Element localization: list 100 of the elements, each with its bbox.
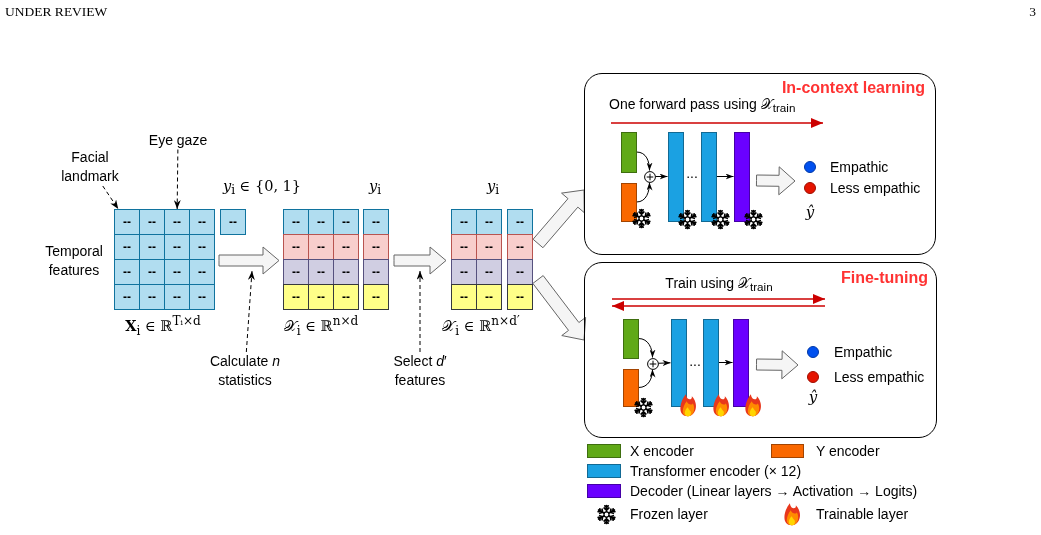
leader-line (102, 185, 119, 210)
arrow (636, 182, 653, 203)
matrix-cell: -- (139, 209, 165, 235)
matrix-cell: -- (220, 209, 246, 235)
matrix-cell: -- (308, 259, 334, 285)
pass-caption: Train using 𝒳$_{train}$ (665, 274, 773, 296)
leader-line (245, 270, 255, 353)
encoder-bar (620, 131, 637, 173)
matrix-cell: -- (333, 209, 359, 235)
column-heading: y$_{i}$ (486, 176, 500, 200)
arrow (655, 173, 668, 180)
matrix-cell: -- (507, 284, 533, 310)
legend-label: X encoder (630, 443, 694, 459)
arrow (658, 360, 671, 367)
page-number: 3 (1029, 4, 1036, 20)
legend-label: Y encoder (816, 443, 880, 459)
matrix-cell: -- (363, 284, 389, 310)
matrix-cell: -- (476, 284, 502, 310)
decoder-bar (733, 131, 750, 222)
matrix-cell: -- (164, 284, 190, 310)
leader-line (416, 270, 424, 353)
matrix-cell: -- (451, 284, 477, 310)
matrix-cell: -- (476, 209, 502, 235)
encoder-bar (622, 368, 639, 407)
arrow (636, 151, 653, 171)
label-column (363, 209, 389, 310)
encoder-bar (620, 182, 637, 222)
matrix-cell: -- (333, 259, 359, 285)
matrix-cell: -- (363, 259, 389, 285)
matrix-cell: -- (308, 234, 334, 260)
matrix-cell: -- (363, 234, 389, 260)
matrix-cell: -- (476, 234, 502, 260)
output-symbol: ŷ (805, 203, 815, 221)
matrix-cell: -- (283, 284, 309, 310)
step-label: Calculate n statistics (202, 352, 288, 390)
matrix-cell: -- (283, 234, 309, 260)
arrow (638, 338, 656, 358)
matrix-cell: -- (114, 259, 140, 285)
matrix-cell: -- (164, 234, 190, 260)
matrix-cell: -- (139, 284, 165, 310)
matrix-cell: -- (283, 259, 309, 285)
sum-symbol (646, 357, 659, 370)
matrix-cell: -- (333, 234, 359, 260)
matrix-cell: -- (164, 209, 190, 235)
legend-label: Trainable layer (816, 506, 909, 522)
feature-label: Facial landmark (55, 148, 125, 186)
block-arrow (532, 189, 585, 249)
ellipsis: ... (689, 353, 701, 369)
panel (584, 73, 936, 255)
matrix-cell: -- (507, 209, 533, 235)
arrow (718, 359, 733, 366)
matrix-cell: -- (308, 284, 334, 310)
matrix-cell: -- (114, 284, 140, 310)
data-matrix (114, 209, 215, 310)
page-header: UNDER REVIEW (5, 4, 108, 20)
matrix-caption: 𝒳$_{i}$ ∈ ℝ$^{n×d}$ (283, 313, 359, 340)
matrix-cell: -- (189, 209, 215, 235)
matrix-caption: X$_{i}$ ∈ ℝ$^{Tᵢ×d}$ (125, 313, 201, 340)
leader-line (173, 149, 181, 210)
panel-title: Fine-tuning (840, 269, 928, 287)
block-arrow (218, 246, 280, 275)
matrix-cell: -- (308, 209, 334, 235)
block-arrow (755, 350, 799, 380)
transformer-bar (670, 318, 687, 407)
matrix-cell: -- (189, 259, 215, 285)
class-label: Less empathic (834, 369, 925, 385)
encoder-bar (622, 318, 639, 359)
arrow (638, 369, 656, 388)
block-arrow (532, 275, 587, 341)
data-matrix (283, 209, 359, 310)
matrix-cell: -- (139, 234, 165, 260)
matrix-cell: -- (189, 234, 215, 260)
class-label: Less empathic (830, 180, 921, 196)
pass-caption: One forward pass using 𝒳$_{train}$ (609, 95, 796, 117)
label-column (507, 209, 533, 310)
class-label: Empathic (830, 159, 889, 175)
sum-symbol (643, 170, 656, 183)
class-label: Empathic (834, 344, 893, 360)
transformer-bar (702, 318, 719, 407)
matrix-caption: 𝒳$_{i}$ ∈ ℝ$^{n×d′}$ (442, 313, 520, 340)
legend-label: Transformer encoder (× 12) (630, 463, 802, 479)
feature-label: Eye gaze (148, 130, 208, 150)
output-symbol: ŷ (808, 388, 818, 406)
arrow (716, 173, 734, 180)
block-arrow (755, 166, 796, 196)
panel (584, 262, 937, 438)
matrix-cell: -- (451, 259, 477, 285)
legend-label: Decoder (Linear layers → Activation → Logits) (630, 483, 918, 499)
transformer-bar (667, 131, 684, 222)
matrix-cell: -- (476, 259, 502, 285)
data-matrix (451, 209, 502, 310)
matrix-cell: -- (363, 209, 389, 235)
row-label: Temporal features (44, 242, 104, 280)
step-label: Select d′ features (387, 352, 453, 390)
matrix-cell: -- (507, 234, 533, 260)
matrix-cell: -- (507, 259, 533, 285)
column-heading: y$_{i}$ ∈ {0, 1} (222, 176, 302, 200)
matrix-cell: -- (114, 234, 140, 260)
legend-label: Frozen layer (630, 506, 708, 522)
matrix-cell: -- (189, 284, 215, 310)
